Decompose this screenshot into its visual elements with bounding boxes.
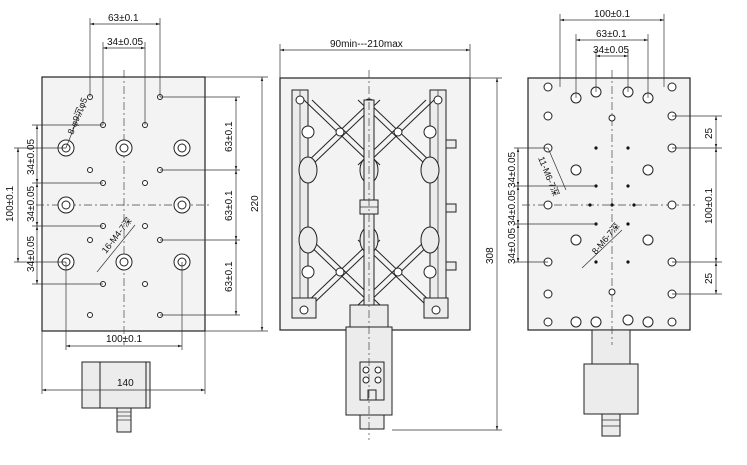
left-dim-bottom-inner: 100±0.1 xyxy=(106,334,143,345)
left-dim-left-mid: 34±0.05 xyxy=(26,185,37,222)
right-dim-left-mid: 34±0.05 xyxy=(507,189,518,226)
right-dim-left-upper: 34±0.05 xyxy=(507,151,518,188)
right-view: 100±0.1 63±0.1 34±0.05 11-M6-7深 8-M6-7深 … xyxy=(507,9,722,437)
left-dim-left-lower: 34±0.05 xyxy=(26,235,37,272)
middle-dim-stroke: 90min---210max xyxy=(330,39,403,50)
left-counterbore-holes xyxy=(57,139,191,271)
right-dim-top-inner: 34±0.05 xyxy=(593,45,630,56)
right-dim-top-outer: 100±0.1 xyxy=(594,9,631,20)
right-motor-body xyxy=(583,363,639,415)
middle-view: 90min---210max 308 xyxy=(279,39,502,440)
left-dim-left-upper: 34±0.05 xyxy=(26,138,37,175)
left-view: 63±0.1 34±0.05 8-φ9沉φ5 100±0.1 34±0.05 3… xyxy=(5,13,268,433)
right-dim-right-top: 25 xyxy=(704,127,715,139)
right-motor-knob xyxy=(601,413,621,437)
left-dim-top-inner: 34±0.05 xyxy=(107,37,144,48)
right-dim-top-mid: 63±0.1 xyxy=(596,29,627,40)
right-motor-housing xyxy=(591,329,631,365)
right-dim-right-mid: 100±0.1 xyxy=(704,187,715,224)
right-dots xyxy=(588,146,636,264)
left-dim-right-mid: 63±0.1 xyxy=(224,190,235,221)
left-dim-top-outer: 63±0.1 xyxy=(108,13,139,24)
right-dim-right-bottom: 25 xyxy=(704,272,715,284)
left-dim-bottom-outer: 140 xyxy=(117,378,134,389)
left-dim-height: 220 xyxy=(250,195,261,212)
right-dim-left-lower: 34±0.05 xyxy=(507,227,518,264)
right-mounting-holes xyxy=(543,82,677,328)
left-dim-right-lower: 63±0.1 xyxy=(224,261,235,292)
right-top-plate xyxy=(527,77,691,331)
middle-dim-height: 308 xyxy=(485,247,496,264)
left-dim-right-upper: 63±0.1 xyxy=(224,121,235,152)
left-dim-left-outer: 100±0.1 xyxy=(5,185,16,222)
